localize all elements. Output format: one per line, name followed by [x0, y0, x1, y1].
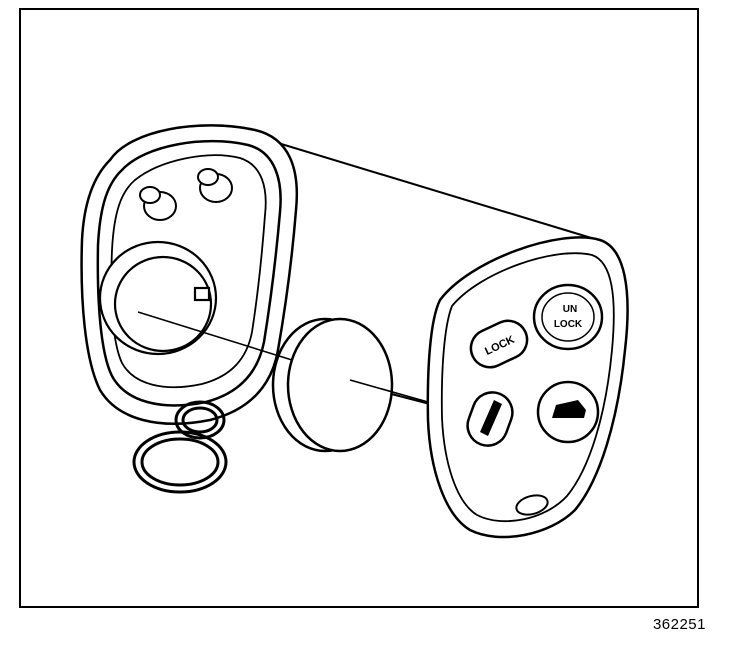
trunk-release-icon	[480, 400, 502, 436]
coin-battery	[271, 317, 394, 453]
panic-car-icon	[552, 400, 586, 418]
leader-lines	[137, 311, 429, 403]
panic-button	[536, 380, 600, 444]
key-ring	[132, 400, 228, 494]
front-housing	[426, 236, 629, 539]
led-indicator	[515, 494, 549, 516]
button-posts	[139, 168, 233, 221]
figure-id-label: 362251	[652, 616, 706, 633]
battery-cavity	[98, 240, 218, 356]
unlock-button: UN LOCK	[532, 283, 604, 351]
unlock-button-label-line1: UN	[563, 304, 577, 315]
lock-button: LOCK	[469, 319, 529, 369]
unlock-button-label-line2: LOCK	[554, 319, 583, 330]
trunk-button	[466, 391, 514, 447]
